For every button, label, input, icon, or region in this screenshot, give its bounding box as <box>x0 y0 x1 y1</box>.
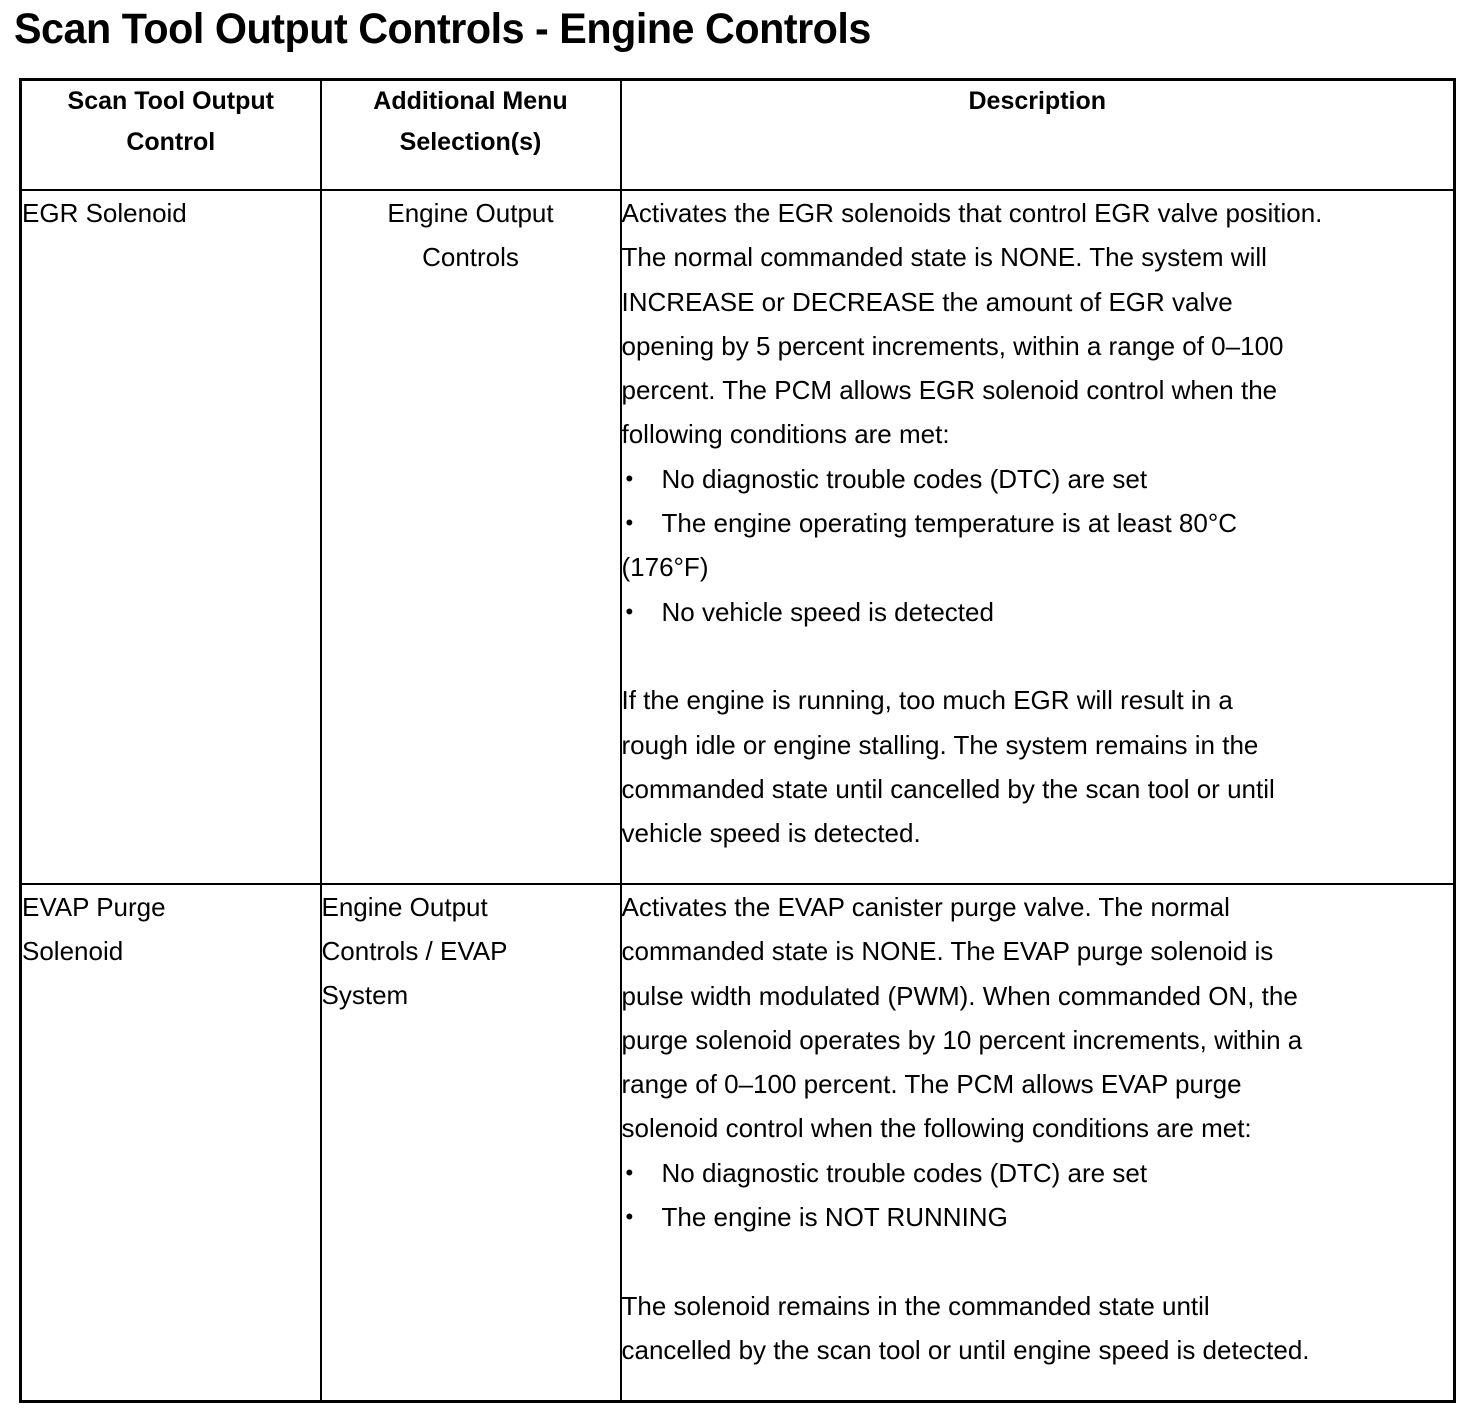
list-item: • The engine operating temperature is at… <box>622 501 1454 545</box>
description-line: commanded state is NONE. The EVAP purge … <box>621 936 1274 967</box>
cell-control-evap-purge-solenoid: EVAP Purge Solenoid <box>19 883 322 1403</box>
list-item-text: No vehicle speed is detected <box>661 596 994 627</box>
bullet-icon: • <box>625 598 634 624</box>
header-row: Scan Tool Output Control Additional Menu… <box>19 78 1456 191</box>
column-header-scan-tool-output-control: Scan Tool Output Control <box>19 78 322 191</box>
list-item: • No vehicle speed is detected <box>622 590 1454 634</box>
column-header-description: Description <box>619 78 1456 191</box>
description-line: The normal commanded state is NONE. The … <box>621 242 1267 273</box>
cell-control-egr-solenoid: EGR Solenoid <box>19 189 322 885</box>
description-line: range of 0–100 percent. The PCM allows E… <box>621 1069 1242 1100</box>
description-line: If the engine is running, too much EGR w… <box>621 685 1233 716</box>
list-item-text: The engine operating temperature is at l… <box>661 508 1238 539</box>
condition-list: • No diagnostic trouble codes (DTC) are … <box>622 457 1454 546</box>
description-line: Activates the EGR solenoids that control… <box>621 198 1323 228</box>
cell-menu-selection-egr-solenoid: Engine Output Controls <box>319 189 622 885</box>
table-body: EGR Solenoid Engine Output Controls Acti… <box>19 189 1456 1403</box>
menu-line-1: Engine Output <box>387 198 554 228</box>
description-line: purge solenoid operates by 10 percent in… <box>621 1024 1303 1055</box>
list-item-text: No diagnostic trouble codes (DTC) are se… <box>661 463 1148 494</box>
list-item-text: The engine is NOT RUNNING <box>661 1202 1008 1233</box>
description-line: The solenoid remains in the commanded st… <box>621 1290 1210 1321</box>
description-outro: If the engine is running, too much EGR w… <box>622 678 1454 855</box>
list-item-continuation: (176°F) <box>621 552 709 583</box>
description-outro: The solenoid remains in the commanded st… <box>622 1284 1454 1373</box>
paragraph-spacer <box>622 1239 1454 1283</box>
description-intro: Activates the EVAP canister purge valve.… <box>622 885 1454 1151</box>
list-item: • No diagnostic trouble codes (DTC) are … <box>622 1151 1454 1195</box>
column-header-line-2: Selection(s) <box>399 128 542 156</box>
scan-tool-output-controls-table: Scan Tool Output Control Additional Menu… <box>19 78 1456 1403</box>
cell-description-egr-solenoid: Activates the EGR solenoids that control… <box>619 189 1456 885</box>
description-line: vehicle speed is detected. <box>621 818 921 849</box>
bullet-icon: • <box>625 1159 634 1185</box>
cell-menu-selection-evap-purge-solenoid: Engine Output Controls / EVAP System <box>319 883 622 1403</box>
description-line: opening by 5 percent increments, within … <box>621 330 1284 361</box>
column-header-line-2: Control <box>126 128 216 156</box>
description-line: cancelled by the scan tool or until engi… <box>621 1334 1310 1365</box>
condition-list-continued: • No vehicle speed is detected <box>622 590 1454 634</box>
table-header: Scan Tool Output Control Additional Menu… <box>19 78 1456 191</box>
page-title: Scan Tool Output Controls - Engine Contr… <box>14 5 871 53</box>
column-header-line-1: Description <box>968 87 1107 115</box>
control-name-line-1: EVAP Purge <box>22 892 166 922</box>
description-line: rough idle or engine stalling. The syste… <box>621 729 1259 760</box>
description-line: Activates the EVAP canister purge valve.… <box>621 892 1230 922</box>
description-line: percent. The PCM allows EGR solenoid con… <box>621 375 1278 406</box>
description-line: commanded state until cancelled by the s… <box>621 773 1275 804</box>
paragraph-spacer <box>622 634 1454 678</box>
control-name: EGR Solenoid <box>22 198 187 228</box>
description-line: pulse width modulated (PWM). When comman… <box>621 980 1298 1011</box>
list-item-text: No diagnostic trouble codes (DTC) are se… <box>661 1157 1148 1188</box>
bullet-icon: • <box>625 510 634 536</box>
cell-description-evap-purge-solenoid: Activates the EVAP canister purge valve.… <box>619 883 1456 1403</box>
control-name-line-2: Solenoid <box>22 936 124 966</box>
menu-line-2: Controls / EVAP <box>321 936 508 966</box>
description-line: INCREASE or DECREASE the amount of EGR v… <box>621 286 1233 317</box>
list-item: • The engine is NOT RUNNING <box>622 1195 1454 1239</box>
column-header-line-1: Scan Tool Output <box>67 87 274 115</box>
menu-line-1: Engine Output <box>321 892 488 922</box>
menu-line-2: Controls <box>422 242 519 272</box>
menu-line-3: System <box>321 980 409 1010</box>
description-intro: Activates the EGR solenoids that control… <box>622 191 1454 457</box>
table-container: Scan Tool Output Control Additional Menu… <box>19 78 1456 1403</box>
condition-list: • No diagnostic trouble codes (DTC) are … <box>622 1151 1454 1240</box>
list-item: • No diagnostic trouble codes (DTC) are … <box>622 457 1454 501</box>
bullet-icon: • <box>625 1204 634 1230</box>
column-header-line-1: Additional Menu <box>373 87 568 115</box>
column-header-additional-menu-selections: Additional Menu Selection(s) <box>319 78 622 191</box>
bullet-icon: • <box>625 465 634 491</box>
description-line: solenoid control when the following cond… <box>621 1113 1252 1144</box>
description-line: following conditions are met: <box>621 419 950 450</box>
table-row-evap-purge-solenoid: EVAP Purge Solenoid Engine Output Contro… <box>19 883 1456 1403</box>
table-row-egr-solenoid: EGR Solenoid Engine Output Controls Acti… <box>19 189 1456 885</box>
